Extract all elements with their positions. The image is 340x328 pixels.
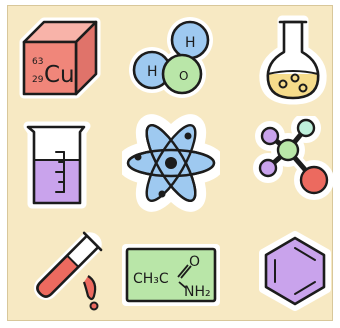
benzene-ring-icon xyxy=(259,231,331,311)
test-tube-icon xyxy=(33,231,103,311)
round-flask-icon xyxy=(259,15,327,105)
cu-symbol: Cu xyxy=(44,62,75,88)
water-h-left: H xyxy=(147,64,158,80)
molecule-model-icon xyxy=(253,116,334,200)
water-o-center: O xyxy=(179,69,188,83)
cu-mass-number: 63 xyxy=(32,57,43,67)
measuring-beaker-icon xyxy=(23,121,91,209)
atom-icon xyxy=(122,114,220,212)
water-molecule-icon: H H O xyxy=(129,17,213,98)
formula-oxygen: O xyxy=(189,254,200,270)
acetamide-formula-card-icon: CH₃C O NH₂ xyxy=(122,244,220,306)
copper-element-cube-icon: 63 29 Cu xyxy=(19,17,101,99)
formula-nh2: NH₂ xyxy=(184,284,211,300)
water-h-top: H xyxy=(185,35,196,51)
formula-ch3c: CH₃C xyxy=(133,271,169,287)
cu-atomic-number: 29 xyxy=(32,75,44,85)
